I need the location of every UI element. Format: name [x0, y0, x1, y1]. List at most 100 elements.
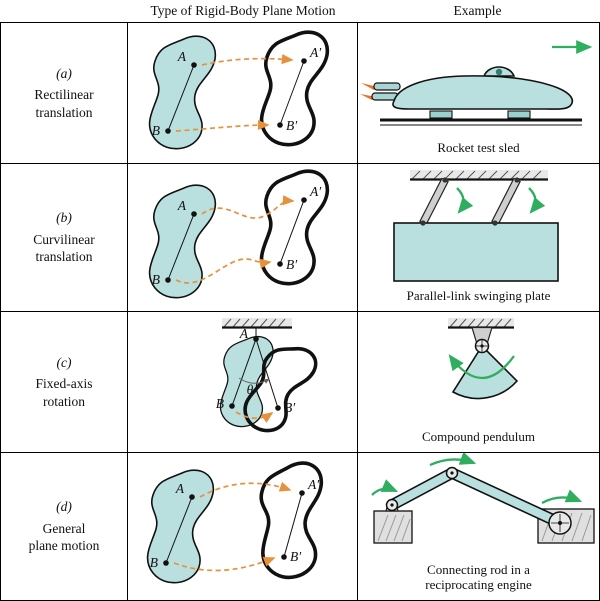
- table-body: (a) Rectilinear translation: [0, 22, 600, 601]
- sled-skid-right: [506, 110, 531, 119]
- motion-arrow-B: [175, 119, 270, 132]
- point-Bp-dot: [275, 405, 281, 411]
- left-support-block: [372, 510, 413, 544]
- ceiling-hatch-ticks: [449, 318, 511, 328]
- row-a-label-cell: (a) Rectilinear translation: [1, 23, 128, 164]
- motion-path-B: [173, 556, 276, 571]
- rotation-arrow-B: [235, 411, 274, 423]
- row-c-example-cell: Compound pendulum: [358, 312, 599, 453]
- row-b-motion-name: Curvilinear translation: [33, 231, 95, 265]
- point-A-dot: [191, 62, 197, 68]
- sled-body: [391, 75, 573, 110]
- compound-pendulum-illustration: [447, 318, 518, 400]
- row-c-letter: (c): [56, 354, 72, 370]
- point-B-dot: [229, 403, 235, 409]
- row-b-example-caption: Parallel-link swinging plate: [406, 288, 551, 304]
- pin-bottom-right: [491, 220, 498, 226]
- ceiling-hatch-ticks: [411, 170, 541, 180]
- ceiling-hatch-bar: [409, 170, 548, 179]
- point-A-label: A: [239, 326, 249, 341]
- general-plane-motion-diagram: A B A′ B′: [146, 460, 324, 583]
- body-initial-blob: [148, 184, 217, 299]
- pin-bottom-left: [419, 220, 426, 226]
- fixed-axis-rotation-diagram: A B B′ θ: [216, 318, 318, 433]
- row-b-label-cell: (b) Curvilinear translation: [1, 164, 128, 312]
- point-B-dot: [165, 128, 171, 134]
- swing-arrow-right: [527, 187, 545, 214]
- rotation-arrow-wheel: [540, 489, 582, 505]
- connecting-rod: [448, 467, 563, 529]
- row-b-example-cell: Parallel-link swinging plate: [358, 164, 599, 312]
- point-Bp-label: B′: [286, 118, 298, 133]
- swing-link-left: [418, 177, 449, 226]
- radius-ABp: [255, 338, 279, 409]
- point-B-label: B: [152, 123, 160, 138]
- sled-skid-left: [428, 110, 453, 119]
- body-displaced-blob: [259, 169, 330, 286]
- point-Ap-label: A′: [309, 45, 322, 60]
- chord-AB: [167, 213, 195, 281]
- row-a-diagram-cell: A B A′ B′: [128, 23, 358, 164]
- point-B-dot: [163, 559, 169, 566]
- rotation-arrow: [448, 354, 515, 380]
- point-A-dot: [253, 336, 259, 342]
- body-displaced-blob: [259, 460, 324, 579]
- theta-arc: [238, 377, 270, 384]
- point-A-dot: [189, 493, 195, 500]
- point-Ap-dot: [299, 489, 305, 496]
- rocket-test-sled-illustration: [359, 40, 592, 126]
- rotation-arrow-elbow: [429, 453, 476, 467]
- motion-path-B: [175, 258, 272, 284]
- row-c-label-cell: (c) Fixed-axis rotation: [1, 312, 128, 453]
- point-Ap-label: A′: [309, 184, 322, 199]
- row-a-letter: (a): [56, 65, 72, 81]
- point-B-label: B: [150, 555, 158, 570]
- swinging-plate: [392, 222, 559, 282]
- elbow-dot: [449, 471, 454, 475]
- radius-AB: [231, 338, 257, 407]
- chord-AB: [167, 64, 195, 132]
- theta-label: θ: [247, 382, 254, 397]
- body-rotated-blob: [243, 346, 318, 433]
- connecting-rod-illustration: [370, 453, 595, 544]
- table-header: Type of Rigid-Body Plane Motion Example: [0, 0, 600, 22]
- ceiling-hatch-ticks: [223, 318, 286, 328]
- point-B-dot: [165, 277, 171, 283]
- body-displaced-blob: [259, 30, 330, 147]
- chord-ApBp: [279, 199, 305, 265]
- curvilinear-translation-diagram: A B A′ B′: [148, 169, 330, 299]
- pivot-center-dot: [479, 344, 484, 348]
- flame-lower: [359, 94, 374, 100]
- flame-upper: [360, 83, 376, 90]
- parallel-link-plate-illustration: [392, 170, 559, 282]
- row-c-motion-name: Fixed-axis rotation: [35, 376, 93, 409]
- pin-top-right: [513, 177, 520, 183]
- point-Ap-label: A′: [307, 477, 320, 492]
- row-c-diagram-cell: A B B′ θ: [128, 312, 358, 453]
- pin-top-left: [441, 177, 448, 183]
- row-b-letter: (b): [56, 210, 72, 226]
- point-Bp-dot: [281, 553, 287, 560]
- ceiling-hatch-bar: [222, 318, 292, 327]
- point-B-label: B: [152, 272, 160, 287]
- driver-head: [495, 68, 502, 76]
- motion-arrow-A: [201, 53, 294, 66]
- swing-link-right: [490, 177, 521, 226]
- point-A-dot: [191, 211, 197, 217]
- point-A-label: A: [177, 198, 187, 213]
- pendulum-bob: [451, 344, 518, 400]
- chord-ApBp: [283, 492, 303, 557]
- row-d-example-caption: Connecting rod in a reciprocating engine: [425, 561, 532, 593]
- piston-pin-dot: [389, 503, 394, 507]
- point-Bp-label: B′: [284, 400, 296, 415]
- point-Bp-label: B′: [286, 257, 298, 272]
- chord-AB: [165, 496, 193, 563]
- row-a-motion-name: Rectilinear translation: [34, 87, 94, 120]
- motion-column-header: Type of Rigid-Body Plane Motion: [150, 3, 336, 18]
- motion-path-A: [201, 195, 295, 219]
- example-column-header: Example: [453, 3, 502, 18]
- point-A-label: A: [177, 49, 187, 64]
- point-B-label: B: [216, 396, 224, 411]
- row-d-example-cell: Connecting rod in a reciprocating engine: [358, 453, 599, 600]
